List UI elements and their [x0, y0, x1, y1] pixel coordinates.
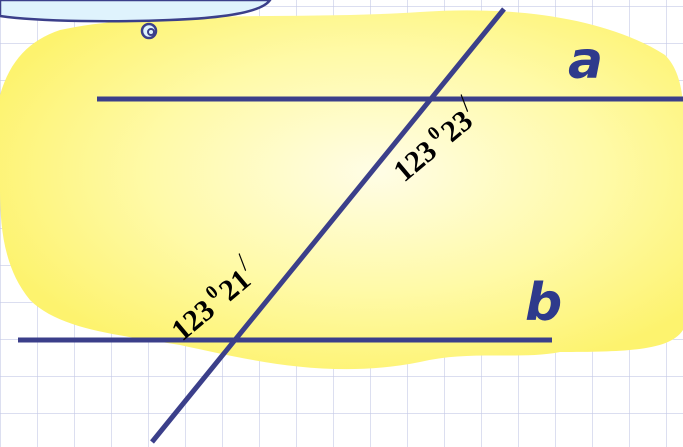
transversal-line [150, 7, 506, 444]
cloud-decoration [0, 0, 272, 40]
line-a-label: a [568, 31, 603, 91]
line-b-label: b [525, 273, 562, 333]
